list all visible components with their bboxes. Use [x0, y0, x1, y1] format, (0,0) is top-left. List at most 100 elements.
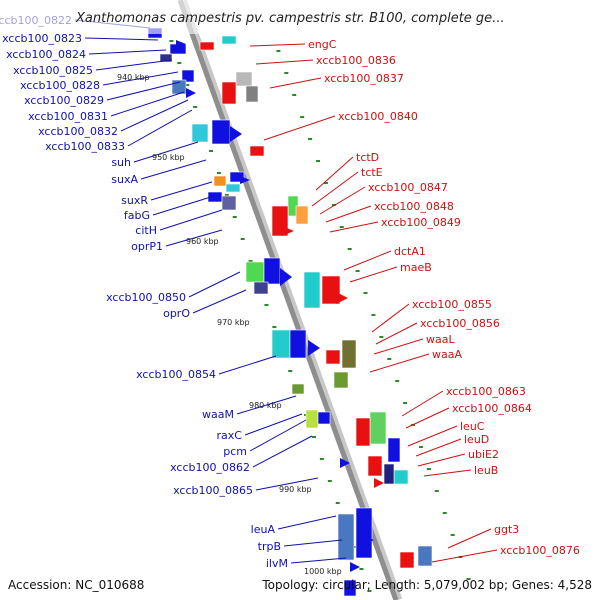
leader-line	[329, 221, 379, 233]
gene-label-right[interactable]: engC	[308, 38, 337, 51]
gene-label-right[interactable]: ggt3	[494, 523, 519, 536]
ruler-tick	[248, 260, 253, 262]
gene-label-left[interactable]: xccb100_0831	[28, 110, 108, 123]
gene-label-left[interactable]: oprP1	[131, 240, 163, 253]
gene-block	[159, 53, 173, 63]
gene-block	[245, 261, 265, 283]
gene-label-right[interactable]: ubiE2	[468, 448, 499, 461]
leader-line	[269, 77, 322, 89]
title-backdrop	[0, 0, 600, 34]
gene-label-right[interactable]: leuB	[474, 464, 498, 477]
gene-label-right[interactable]: xccb100_0847	[368, 181, 448, 194]
gene-label-left[interactable]: xccb100_0823	[2, 32, 82, 45]
ruler-tick	[426, 468, 431, 470]
gene-label-right[interactable]: xccb100_0876	[500, 544, 580, 557]
ruler-dots	[169, 40, 471, 592]
gene-label-left[interactable]: xccb100_0832	[38, 125, 118, 138]
gene-arrow	[340, 458, 350, 468]
gene-label-left[interactable]: xccb100_0824	[6, 48, 86, 61]
gene-label-right[interactable]: waaA	[432, 348, 462, 361]
ruler-tick	[359, 568, 364, 570]
leader-line	[127, 109, 193, 147]
gene-label-right[interactable]: leuD	[464, 433, 489, 446]
gene-label-right[interactable]: xccb100_0848	[374, 200, 454, 213]
gene-label-left[interactable]: citH	[135, 224, 157, 237]
gene-label-right[interactable]: dctA1	[394, 245, 426, 258]
leader-line	[106, 81, 181, 101]
leader-line	[188, 271, 241, 298]
gene-label-right[interactable]: waaL	[426, 333, 455, 346]
gene-label-right[interactable]: xccb100_0864	[452, 402, 532, 415]
gene-arrow	[336, 292, 348, 304]
gene-label-left[interactable]: raxC	[217, 429, 243, 442]
gene-label-left[interactable]: ilvM	[266, 557, 288, 570]
gene-label-right[interactable]: xccb100_0837	[324, 72, 404, 85]
leader-line	[84, 37, 159, 41]
ruler-tick	[288, 370, 293, 372]
ruler-tick	[466, 578, 471, 580]
gene-block	[245, 85, 259, 103]
gene-label-left[interactable]: oprO	[163, 307, 190, 320]
ruler-tick	[327, 480, 332, 482]
gene-label-left[interactable]: trpB	[258, 540, 281, 553]
gene-block	[221, 195, 237, 211]
gene-block	[399, 551, 415, 569]
ruler-label: 970 kbp	[217, 318, 250, 327]
gene-label-left[interactable]: fabG	[124, 209, 150, 222]
gene-label-right[interactable]: xccb100_0840	[338, 110, 418, 123]
ruler-tick	[371, 314, 376, 316]
ruler-tick	[308, 138, 313, 140]
gene-block	[367, 455, 383, 477]
gene-label-right[interactable]: xccb100_0863	[446, 385, 526, 398]
leader-line	[447, 528, 492, 549]
leader-line	[236, 395, 297, 415]
gene-label-left[interactable]: xccb100_0854	[136, 368, 216, 381]
gene-label-left[interactable]: suxA	[111, 173, 138, 186]
leader-line	[405, 407, 450, 429]
ruler-tick	[339, 226, 344, 228]
ruler-tick	[311, 436, 316, 438]
leader-line	[152, 195, 215, 216]
gene-label-right[interactable]: tctD	[356, 151, 379, 164]
left-gene-labels: xccb100_0822xccb100_0823xccb100_0824xccb…	[0, 14, 288, 570]
gene-label-right[interactable]: xccb100_0849	[381, 216, 461, 229]
ruler-tick	[232, 216, 237, 218]
gene-label-left[interactable]: xccb100_0833	[45, 140, 125, 153]
gene-label-right[interactable]: maeB	[400, 261, 432, 274]
gene-label-right[interactable]: xccb100_0836	[316, 54, 396, 67]
ruler-tick	[387, 358, 392, 360]
gene-label-left[interactable]: xccb100_0828	[20, 79, 100, 92]
gene-label-right[interactable]: xccb100_0856	[420, 317, 500, 330]
leader-line	[102, 71, 179, 86]
gene-label-right[interactable]: leuC	[460, 420, 485, 433]
gene-label-left[interactable]: suh	[111, 156, 131, 169]
gene-label-left[interactable]: xccb100_0850	[106, 291, 186, 304]
ruler-tick	[418, 446, 423, 448]
gene-label-left[interactable]: suxR	[121, 194, 148, 207]
gene-label-right[interactable]: tctE	[361, 166, 383, 179]
gene-block	[291, 383, 305, 395]
gene-label-left[interactable]: xccb100_0862	[170, 461, 250, 474]
gene-block	[225, 183, 241, 193]
ruler-label: 1000 kbp	[304, 567, 342, 576]
gene-label-left[interactable]: leuA	[251, 523, 276, 536]
gene-label-left[interactable]: waaM	[202, 408, 234, 421]
leader-line	[140, 159, 207, 180]
gene-label-left[interactable]: pcm	[223, 445, 247, 458]
gene-block	[305, 409, 319, 429]
gene-arrow	[308, 340, 320, 356]
leader-line	[110, 91, 185, 117]
gene-block	[321, 275, 341, 305]
gene-label-left[interactable]: xccb100_0865	[173, 484, 253, 497]
gene-label-left[interactable]: xccb100_0825	[13, 64, 93, 77]
gene-block	[387, 437, 401, 463]
gene-block	[213, 175, 227, 187]
gene-label-left[interactable]: xccb100_0829	[24, 94, 104, 107]
gene-block	[271, 329, 291, 359]
ruler-tick	[240, 238, 245, 240]
leader-line	[263, 115, 336, 141]
ruler-tick	[169, 40, 174, 42]
gene-label-right[interactable]: xccb100_0855	[412, 298, 492, 311]
leader-line	[120, 99, 189, 132]
